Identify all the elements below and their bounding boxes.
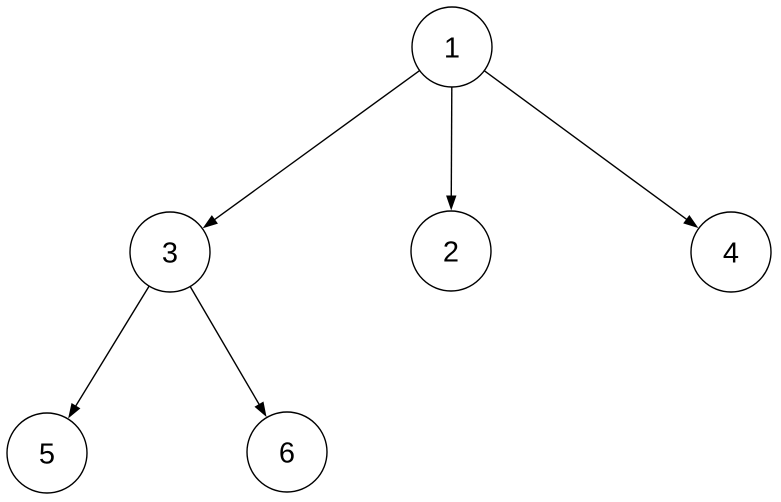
edge-line-1-3 [212, 69, 421, 222]
edge-line-3-5 [74, 285, 150, 409]
tree-node-2: 2 [410, 210, 492, 292]
edge-1-4 [483, 70, 699, 229]
tree-node-1: 1 [411, 6, 493, 88]
node-label-4: 4 [723, 237, 739, 269]
node-circle-5 [6, 412, 88, 494]
node-circle-4 [690, 211, 772, 293]
node-label-3: 3 [162, 237, 178, 269]
node-label-6: 6 [279, 437, 295, 469]
tree-node-3: 3 [129, 211, 211, 293]
tree-node-4: 4 [690, 211, 772, 293]
edge-3-6 [189, 286, 267, 418]
node-circle-1 [411, 6, 493, 88]
arrowhead-icon [202, 215, 218, 229]
edge-1-2 [446, 86, 457, 211]
tree-node-5: 5 [6, 412, 88, 494]
node-circle-2 [410, 210, 492, 292]
arrowhead-icon [446, 195, 457, 211]
tree-node-6: 6 [246, 411, 328, 493]
edge-line-1-4 [483, 70, 689, 222]
node-label-1: 1 [444, 32, 460, 64]
node-label-5: 5 [39, 438, 55, 470]
arrowhead-icon [254, 401, 267, 418]
arrowhead-icon [683, 214, 699, 229]
arrowhead-icon [68, 402, 81, 419]
edge-line-3-6 [189, 286, 261, 407]
edge-line-1-2 [450, 86, 453, 199]
node-label-2: 2 [443, 236, 459, 268]
edge-1-3 [202, 69, 421, 229]
node-circle-6 [246, 411, 328, 493]
node-circle-3 [129, 211, 211, 293]
edge-3-5 [68, 285, 150, 419]
